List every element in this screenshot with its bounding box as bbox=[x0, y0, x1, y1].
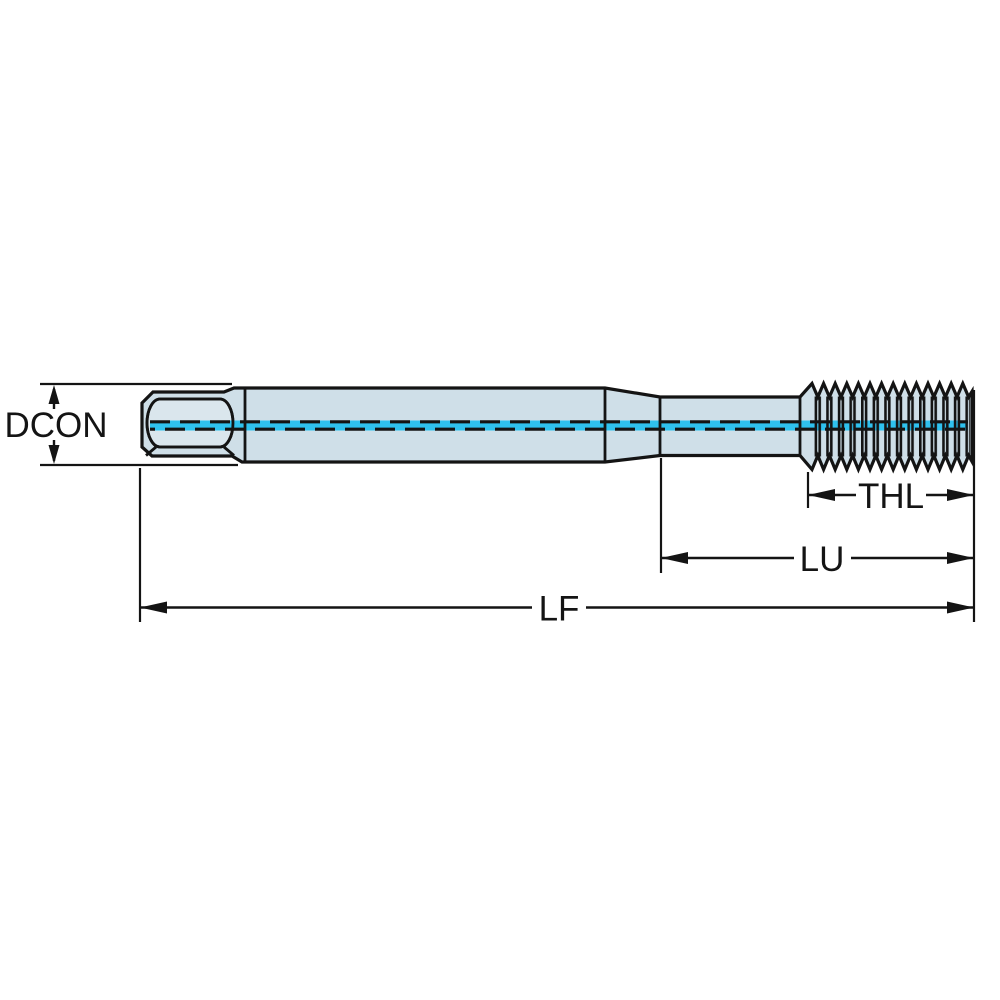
dcon-arrowhead-up bbox=[48, 385, 60, 404]
lf-label: LF bbox=[539, 590, 580, 629]
thread-flank-lines bbox=[813, 396, 970, 457]
dcon-dimension: DCON bbox=[4, 382, 238, 467]
thl-arrowhead-left bbox=[808, 489, 835, 501]
thl-label: THL bbox=[858, 477, 924, 516]
square-lower-flank-left-edge bbox=[145, 445, 157, 457]
thl-arrowhead-right bbox=[947, 489, 974, 501]
dcon-label: DCON bbox=[4, 406, 107, 445]
dcon-label-background bbox=[6, 409, 106, 440]
lf-dimension: LF bbox=[138, 390, 976, 629]
lu-arrowhead-right bbox=[947, 552, 974, 564]
centerline-cyan-band bbox=[150, 420, 968, 431]
lf-arrowhead-right bbox=[947, 601, 974, 614]
lu-dimension: LU bbox=[659, 458, 974, 579]
thl-dimension: THL bbox=[806, 472, 974, 516]
dcon-arrowhead-down bbox=[48, 445, 60, 464]
tool-outlines bbox=[140, 379, 974, 474]
square-lower-flank-right-edge bbox=[223, 445, 235, 457]
lu-label: LU bbox=[800, 540, 845, 579]
square-drive-flat-outline bbox=[145, 397, 235, 449]
lf-arrowhead-left bbox=[140, 601, 167, 614]
lu-arrowhead-left bbox=[661, 552, 688, 564]
